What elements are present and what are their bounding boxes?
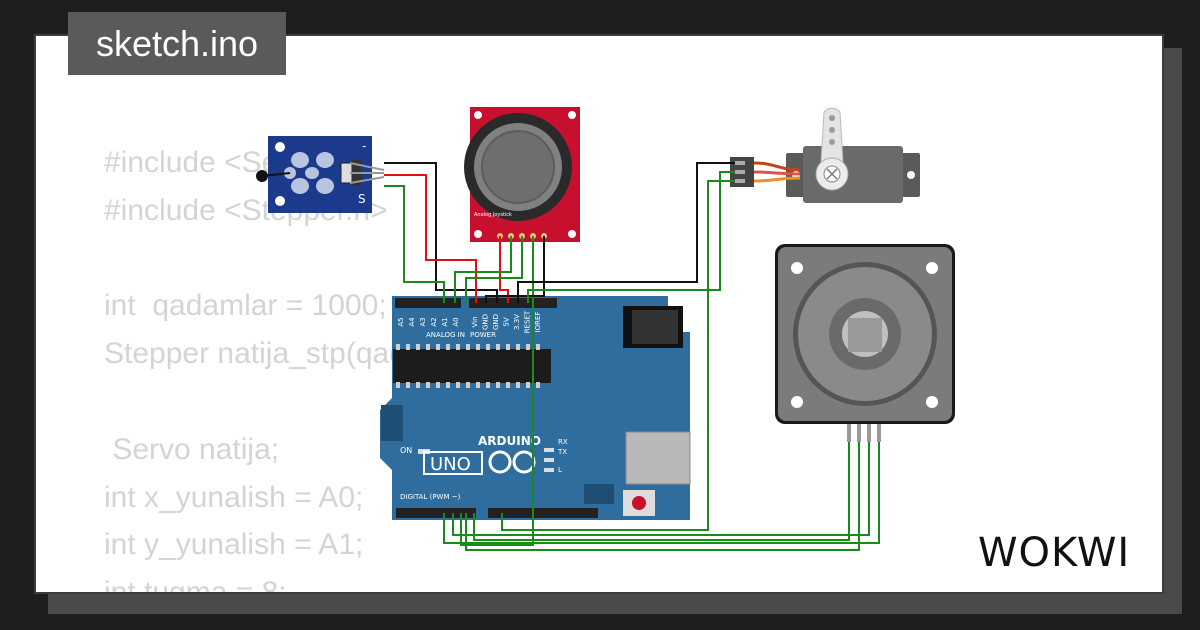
power-pin-label: GND (492, 314, 500, 330)
wire-joy-sel (460, 236, 534, 546)
analog-header-label: ANALOG IN (426, 331, 465, 339)
file-tab[interactable]: sketch.ino (68, 12, 286, 75)
power-header-label: POWER (470, 331, 496, 339)
code-line: Servo natija; (104, 432, 280, 466)
code-line: int tugma = 8; (104, 576, 287, 594)
wire-sensor-signal (384, 185, 445, 303)
analog-pin-label: A0 (452, 317, 460, 326)
sensor-signal-label: S (358, 192, 366, 206)
wire-servo-gnd (517, 162, 735, 303)
power-pin-label: IOREF (534, 312, 542, 333)
digital-header-label: DIGITAL (PWM ~) (400, 493, 461, 501)
wire-servo-signal (501, 180, 735, 531)
wire-joy-gnd (485, 236, 545, 303)
power-pin-label: 5V (503, 317, 511, 326)
analog-pin-label: A2 (430, 317, 438, 326)
wire-joy-horz (465, 236, 523, 303)
power-pin-label: RESET (524, 310, 532, 333)
wire-stepper-d (443, 442, 880, 544)
wire-stepper-a (473, 442, 850, 541)
power-pin-label: GND (482, 314, 490, 330)
power-pin-label: Vin (471, 316, 479, 327)
analog-pin-label: A5 (397, 317, 405, 326)
wire-joy-vert (454, 236, 512, 303)
joystick-title: Analog Joystick (474, 212, 512, 218)
arduino-model-label: UNO (430, 454, 471, 475)
wire-servo-vcc (527, 171, 735, 303)
arduino-uno-board[interactable]: ON RX TX L ARDUINO UNO ANALOG IN POWER D… (380, 296, 691, 520)
stepper-motor[interactable] (775, 244, 955, 442)
led-rx-label: RX (558, 438, 568, 446)
led-l-label: L (558, 466, 562, 474)
servo-motor[interactable] (730, 107, 920, 203)
code-line: int x_yunalish = A0; (104, 480, 364, 514)
code-line: int y_yunalish = A1; (104, 528, 364, 562)
temperature-sensor[interactable]: - S (256, 136, 385, 213)
code-line: int qadamlar = 1000; (104, 289, 387, 323)
led-tx-label: TX (557, 448, 567, 456)
led-on-label: ON (400, 446, 412, 455)
wire-joy-vcc (499, 236, 509, 303)
wokwi-logo: WOKWI (978, 530, 1130, 576)
wire-sensor-gnd (384, 162, 498, 303)
joystick-module[interactable]: Analog Joystick (464, 107, 580, 242)
analog-pin-label: A3 (419, 317, 427, 326)
wires (384, 162, 880, 551)
wire-stepper-b (465, 442, 860, 551)
power-pin-label: 3.3V (513, 314, 521, 330)
wire-stepper-c (452, 442, 870, 536)
analog-pin-label: A4 (408, 317, 416, 327)
wire-sensor-vcc (384, 174, 477, 303)
analog-pin-label: A1 (441, 317, 449, 326)
arduino-brand-label: ARDUINO (478, 434, 541, 448)
sensor-minus-label: - (362, 139, 366, 153)
